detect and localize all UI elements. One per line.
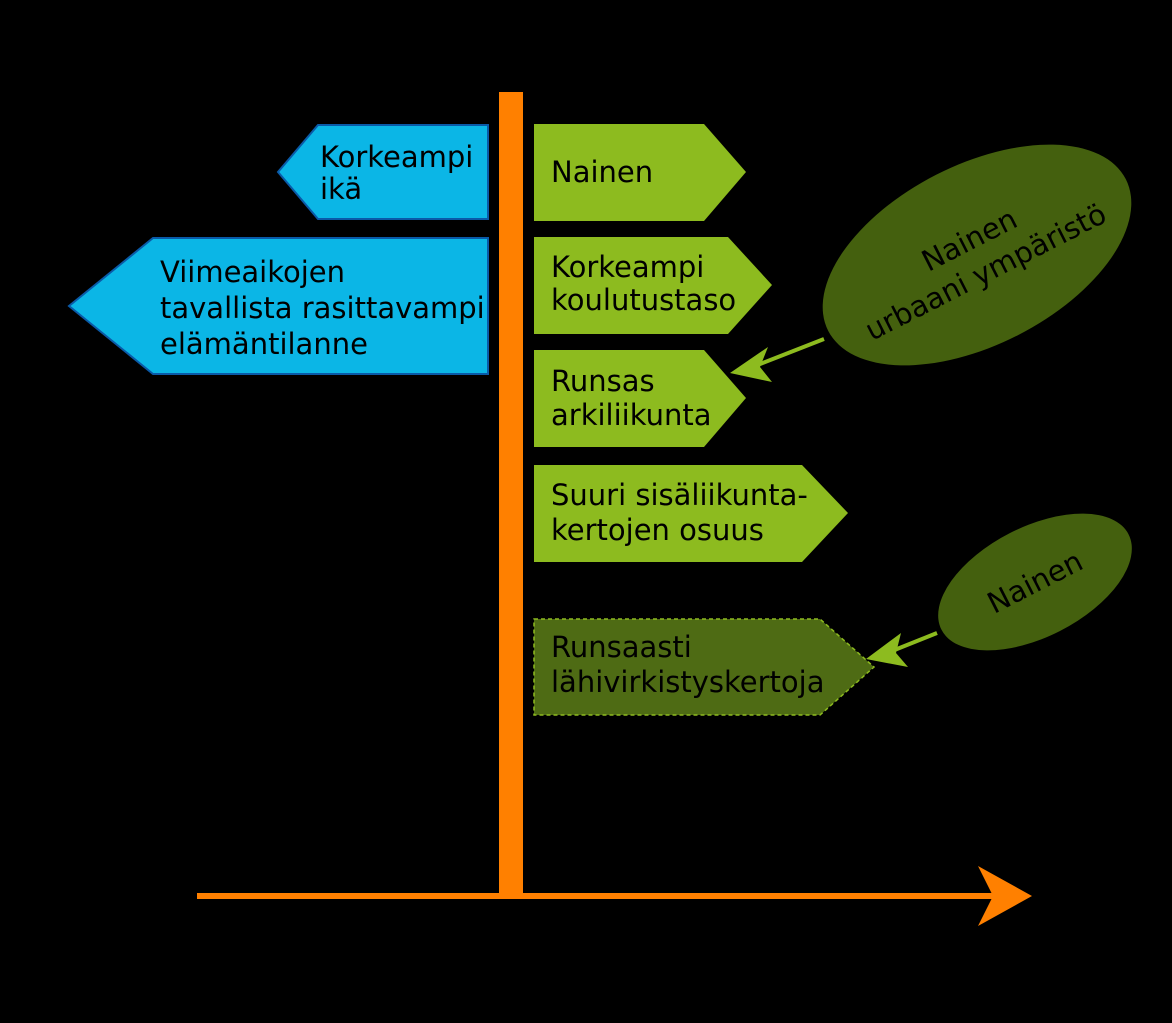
arrow-ellipse-1-to-arkiliikunta xyxy=(730,337,825,382)
sign-text: Suuri sisäliikunta-kertojen osuus xyxy=(551,478,808,547)
ellipse-nainen: Nainen xyxy=(938,513,1132,651)
signpost-pole xyxy=(499,92,523,894)
sign-text: Nainen xyxy=(551,155,653,189)
horizontal-axis-arrow xyxy=(197,866,1032,926)
right-sign-sisaliikunta: Suuri sisäliikunta-kertojen osuus xyxy=(534,465,848,562)
arrow-ellipse-2-to-lahivirkistys xyxy=(866,631,938,667)
right-sign-nainen: Nainen xyxy=(534,124,746,221)
